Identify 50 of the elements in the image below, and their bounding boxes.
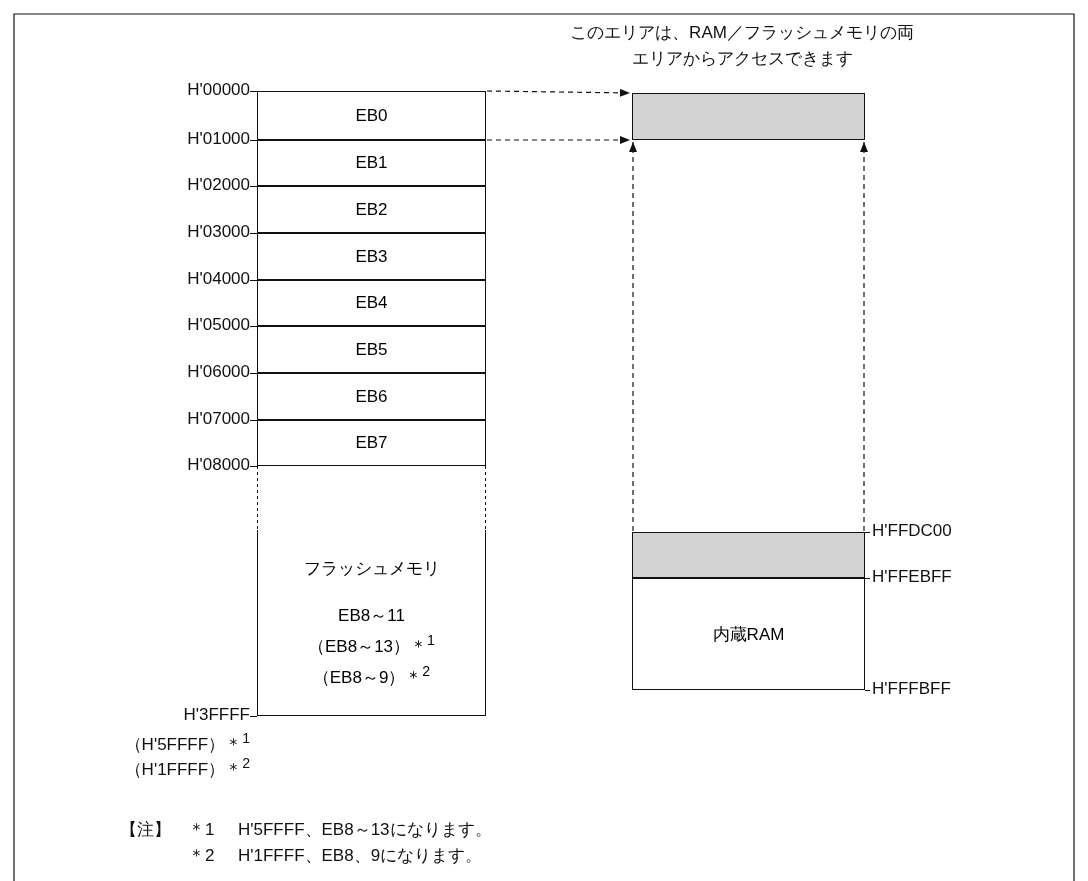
block-label: EB4 (354, 293, 389, 313)
shaded-area-box (632, 532, 865, 578)
area-note: このエリアは、RAM／フラッシュメモリの両エリアからアクセスできます (569, 22, 915, 70)
address-label: H'FFFBFF (872, 679, 951, 699)
address-label: H'00000 (187, 80, 250, 100)
shaded-area-box (632, 93, 865, 140)
flash-memory-block (257, 466, 486, 716)
arrow (486, 88, 631, 97)
note-heading: 【注】 (120, 819, 171, 841)
block-label: EB5 (354, 339, 389, 360)
footnote-text: H'5FFFF、EB8～13になります。 (238, 819, 492, 841)
erase-block (257, 373, 486, 420)
footnote-mark: ＊1 (188, 819, 215, 841)
erase-block (257, 326, 486, 373)
block-label: EB8～11 (337, 604, 406, 627)
address-label: H'04000 (187, 269, 250, 289)
address-label: （H'5FFFF）＊$^{1}$ (124, 730, 250, 756)
block-label: EB2 (354, 199, 389, 220)
address-label: H'01000 (187, 129, 250, 149)
erase-block (257, 91, 486, 140)
block-label: 内蔵RAM (711, 623, 786, 646)
address-label: H'02000 (187, 175, 250, 195)
address-label: H'06000 (187, 362, 250, 382)
block-label: EB0 (354, 105, 389, 126)
address-label: H'05000 (187, 315, 250, 335)
block-label: EB6 (354, 386, 389, 407)
erase-block (257, 280, 486, 326)
block-title: フラッシュメモリ (302, 557, 441, 580)
block-label: EB7 (354, 433, 389, 453)
block-label: （EB8～9）＊$^{2}$ (311, 661, 432, 689)
address-label: H'07000 (187, 409, 250, 429)
block-label: （EB8～13）＊$^{1}$ (307, 630, 436, 658)
address-label: H'08000 (187, 455, 250, 475)
erase-block (257, 140, 486, 186)
ram-block (632, 578, 865, 690)
address-label: （H'1FFFF）＊$^{2}$ (124, 755, 250, 781)
erase-block (257, 233, 486, 280)
address-label: H'FFEBFF (872, 567, 952, 587)
arrow (860, 141, 868, 532)
block-label: EB3 (354, 246, 389, 267)
footnote-text: H'1FFFF、EB8、9になります。 (238, 845, 483, 867)
arrow (486, 136, 631, 144)
erase-block (257, 420, 486, 466)
erase-block (257, 186, 486, 233)
footnote-mark: ＊2 (188, 845, 215, 867)
arrow (629, 141, 637, 532)
address-label: H'FFDC00 (872, 521, 952, 541)
address-label: H'3FFFF (183, 705, 250, 725)
block-label: EB1 (354, 153, 389, 173)
address-label: H'03000 (187, 222, 250, 242)
